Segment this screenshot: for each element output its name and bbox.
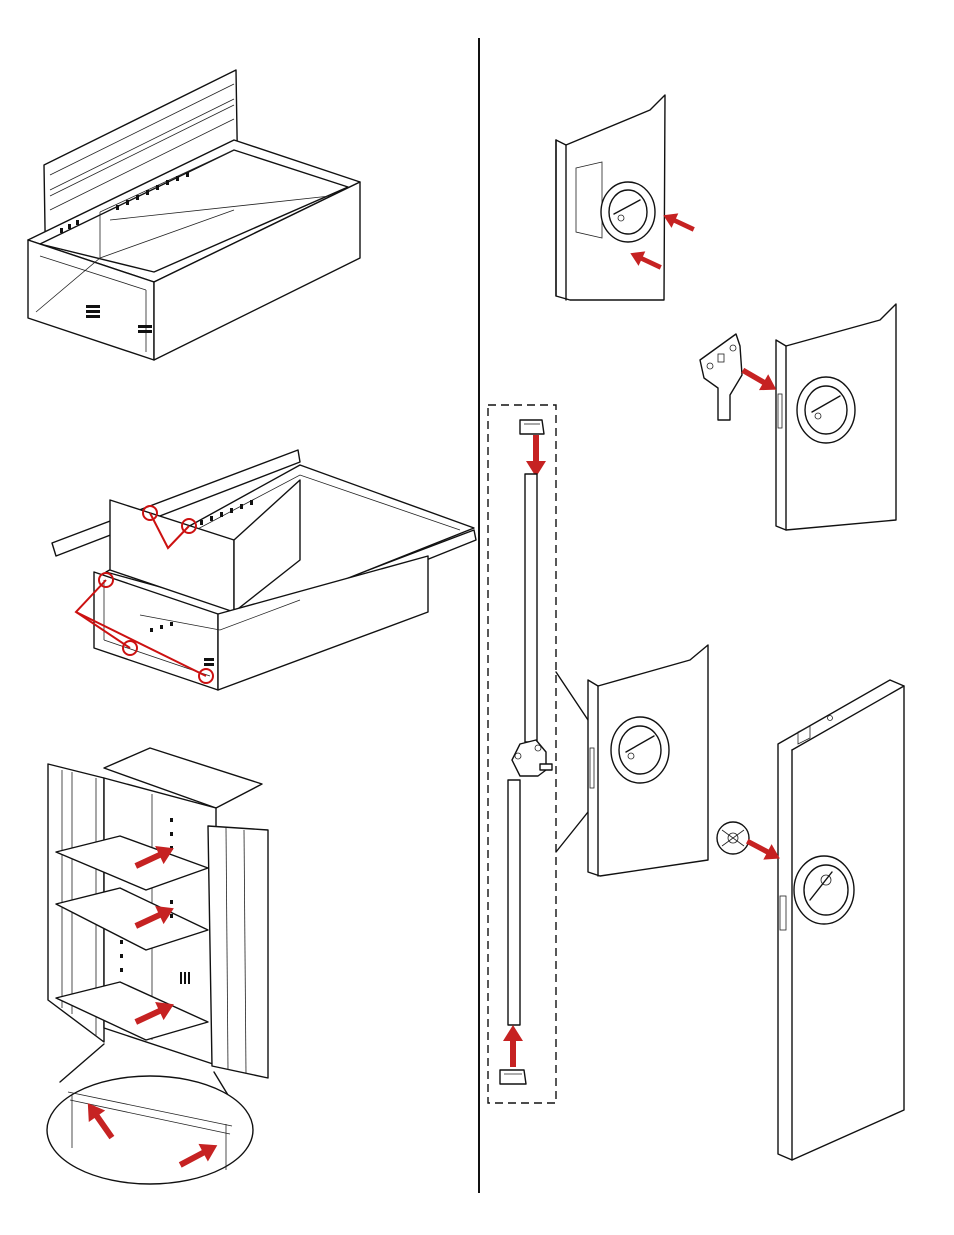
lock-rod-installed-step [588, 645, 708, 876]
cabinet-frame-step-1 [28, 70, 360, 360]
lock-rod-assembly [488, 405, 588, 1103]
door-lock-clip-step [717, 680, 904, 1160]
lock-knob-step [556, 95, 697, 300]
cabinet-step-3 [47, 748, 268, 1184]
lock-bracket-step [700, 304, 896, 530]
zoom-detail [47, 1076, 253, 1184]
cabinet-frame-step-2 [52, 450, 476, 690]
